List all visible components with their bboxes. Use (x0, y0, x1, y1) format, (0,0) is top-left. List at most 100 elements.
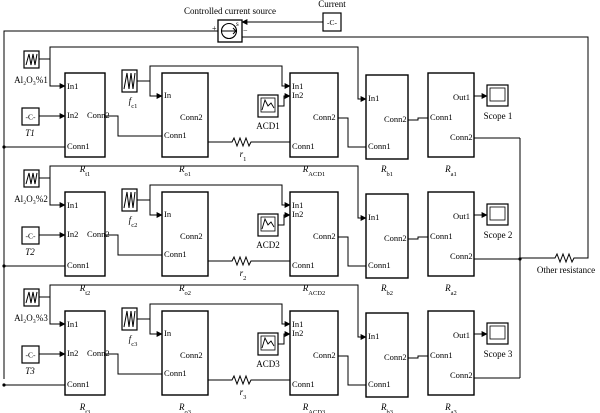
port-in1: In1 (67, 81, 78, 91)
resistor-r2 (208, 255, 290, 267)
acd-block-2[interactable] (257, 213, 279, 237)
scope-2[interactable] (486, 203, 509, 226)
port-in2: In2 (67, 229, 78, 239)
port-in: In (164, 328, 172, 338)
port-conn2: Conn2 (180, 231, 203, 241)
other-resistance-symbol (520, 252, 580, 264)
port-conn1: Conn1 (164, 130, 187, 140)
signal-fc-to-ro (137, 318, 163, 337)
al2o3-signal-source-3[interactable] (23, 288, 40, 307)
port-conn2: Conn2 (384, 233, 407, 243)
scope-label-1: Scope 1 (484, 111, 513, 121)
acd-block-3[interactable] (257, 332, 279, 356)
port-conn2: Conn2 (450, 132, 473, 142)
block-rb2-body (365, 193, 409, 279)
port-in: In (164, 90, 172, 100)
port-in2: In2 (67, 348, 78, 358)
label-fc3: fc3 (129, 334, 138, 348)
port-conn1: Conn1 (430, 112, 453, 122)
scope-1[interactable] (486, 84, 509, 107)
const-symbol: -C- (26, 113, 37, 122)
junction-dot (518, 257, 522, 261)
waveform-icon (261, 336, 275, 349)
label-fc2: fc2 (129, 215, 138, 229)
block-ro3-body (161, 310, 209, 396)
block-ra1-body (427, 72, 475, 158)
label-rt1: Rt1 (79, 164, 91, 178)
label-rt3: Rt3 (79, 402, 91, 413)
fc-signal-source-1[interactable] (121, 69, 138, 93)
scope-3[interactable] (486, 322, 509, 345)
al2o3-label-3: Al₂O₃%3 (14, 313, 48, 323)
fc-signal-source-3[interactable] (121, 307, 138, 331)
wire-source-left (3, 30, 218, 379)
temp-label-2: T2 (25, 247, 35, 257)
label-rb1: Rb1 (380, 164, 393, 178)
temp-label-1: T1 (25, 128, 35, 138)
temp-constant-1[interactable]: -C- (21, 107, 40, 126)
scope-screen-icon (489, 325, 506, 340)
scope-screen-icon (489, 206, 506, 221)
block-racd1-body (289, 72, 339, 158)
acd-block-1[interactable] (257, 94, 279, 118)
temp-constant-2[interactable]: -C- (21, 226, 40, 245)
port-in1: In1 (67, 319, 78, 329)
current-constant-block[interactable]: -C- (322, 12, 342, 32)
port-conn1: Conn1 (368, 379, 391, 389)
block-rt2-body (64, 191, 106, 277)
other-resistance-label: Other resistance (537, 265, 595, 275)
temp-constant-3[interactable]: -C- (21, 345, 40, 364)
port-in1: In1 (292, 81, 303, 91)
wire-racd-rb (338, 117, 366, 148)
waveform-icon (261, 217, 275, 230)
scope-label-3: Scope 3 (484, 349, 513, 359)
port-conn1: Conn1 (164, 368, 187, 378)
al2o3-signal-source-2[interactable] (23, 169, 40, 188)
label-ra2: Ra2 (444, 283, 457, 297)
signal-fc-to-ro (137, 199, 163, 218)
acd-label-1: ACD1 (256, 121, 280, 131)
fc-signal-source-2[interactable] (121, 188, 138, 212)
controlled-current-source-block[interactable]: s + − (212, 19, 248, 43)
label-ro2: Ro2 (178, 283, 191, 297)
port-in: In (164, 209, 172, 219)
al2o3-signal-source-1[interactable] (23, 50, 40, 69)
label-rb3: Rb3 (380, 402, 393, 413)
const-symbol: -C- (26, 232, 37, 241)
signal-fc-to-racd (149, 65, 291, 89)
label-r1: r1 (240, 149, 247, 163)
port-conn2: Conn2 (87, 110, 110, 120)
port-conn2: Conn2 (87, 348, 110, 358)
signal-al2o3-to-rt (39, 177, 66, 208)
sawtooth-icon (25, 291, 38, 304)
port-out1: Out1 (453, 330, 470, 340)
block-ra2-body (427, 191, 475, 277)
port-conn2: Conn2 (384, 352, 407, 362)
scope-screen-icon (489, 87, 506, 102)
label-ro3: Ro3 (178, 402, 191, 413)
port-conn2: Conn2 (180, 112, 203, 122)
label-ra1: Ra1 (444, 164, 457, 178)
port-conn1: Conn1 (292, 141, 315, 151)
signal-al2o3-to-rt (39, 296, 66, 327)
junction-dot (2, 383, 6, 387)
label-racd3: RACD3 (302, 402, 325, 413)
temp-label-3: T3 (25, 366, 35, 376)
port-in2: In2 (67, 110, 78, 120)
junction-dot (2, 264, 6, 268)
